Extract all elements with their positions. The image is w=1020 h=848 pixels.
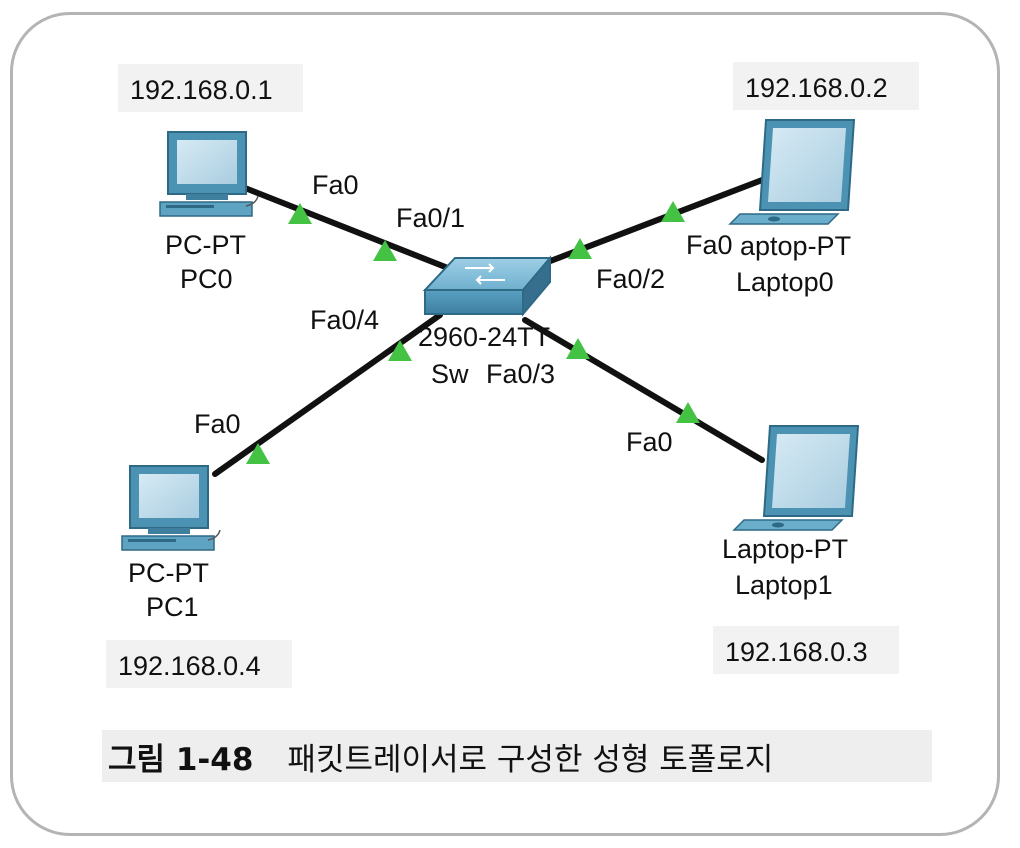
pc0-name-label: PC0 [180,264,233,294]
pc-icon[interactable] [121,465,221,551]
port-label-laptop0: Fa0 [686,230,733,260]
port-label-pc0: Fa0 [312,170,359,200]
pc-icon[interactable] [159,131,259,217]
switch-model-label: 2960-24TT [418,322,550,352]
port-label-switch-p4: Fa0/4 [310,305,379,335]
port-label-switch-p2: Fa0/2 [596,264,665,294]
port-label-switch-p3: Fa0/3 [486,359,555,389]
link-light-laptop1 [676,402,700,423]
link-laptop1-switch[interactable] [522,317,765,463]
caption-label: 그림 1-48 [108,741,254,778]
link-light-pc0 [288,203,312,224]
link-pc1-switch[interactable] [212,312,443,477]
ip-label-laptop1: 192.168.0.3 [725,637,868,667]
link-status-lights [246,201,700,464]
laptop0-name-label: Laptop0 [736,267,834,297]
ip-label-laptop0: 192.168.0.2 [745,73,888,103]
link-light-switch-p4 [388,340,412,361]
laptop1-type-label: Laptop-PT [722,534,848,564]
pc1-type-label: PC-PT [128,558,209,588]
link-light-switch-p3 [566,338,590,359]
link-light-laptop0 [661,201,685,222]
port-label-laptop1: Fa0 [626,427,673,457]
laptop-icon[interactable] [732,425,860,531]
laptop0-type-label: aptop-PT [740,231,851,261]
link-light-pc1 [246,443,270,464]
ip-box-pc0 [118,64,303,112]
ip-label-pc0: 192.168.0.1 [130,75,273,105]
ip-label-pc1: 192.168.0.4 [118,651,261,681]
link-light-switch-p2 [568,238,592,259]
switch-name-label: Sw [431,359,469,389]
caption-text: 패킷트레이서로 구성한 성형 토폴로지 [287,741,774,778]
link-light-switch-p1 [373,240,397,261]
pc0-type-label: PC-PT [165,230,246,260]
port-label-pc1: Fa0 [194,409,241,439]
pc1-name-label: PC1 [146,592,199,622]
switch-icon[interactable] [422,255,553,317]
figure-caption: 그림 1-48 패킷트레이서로 구성한 성형 토폴로지 [102,730,932,782]
laptop-icon[interactable] [728,119,856,225]
link-pc0-switch[interactable] [242,185,461,275]
ip-box-pc1 [106,640,292,688]
ip-box-laptop0 [733,62,919,110]
port-label-switch-p1: Fa0/1 [396,203,465,233]
laptop1-name-label: Laptop1 [735,570,833,600]
ip-box-laptop1 [713,626,899,674]
